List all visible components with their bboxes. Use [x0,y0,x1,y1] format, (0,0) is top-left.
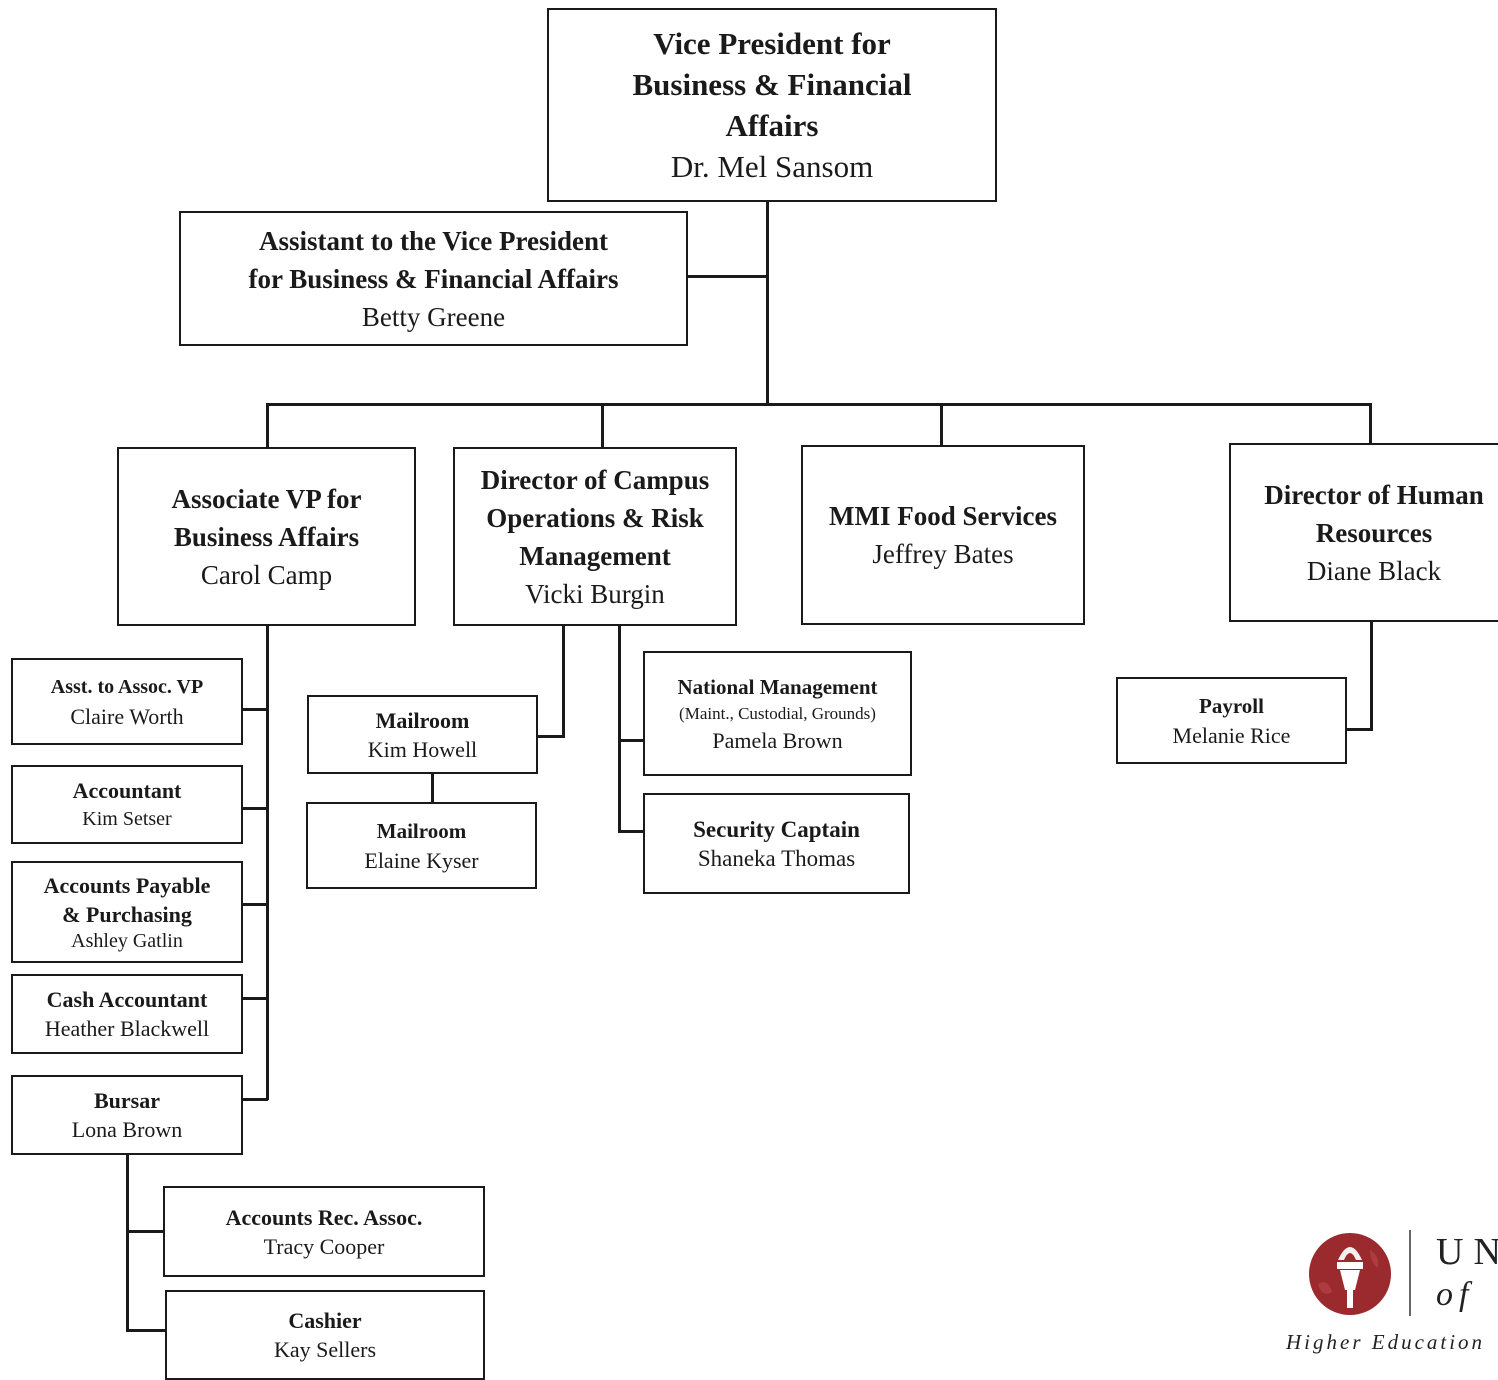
vp-box: Vice President for Business & Financial … [547,8,997,202]
connector-ar [126,1230,166,1233]
national-management-box: National Management (Maint., Custodial, … [643,651,912,776]
connector-mail-horizontal [536,735,565,738]
connector-drop-campus [601,403,604,449]
connector-cash [240,997,268,1000]
accounts-rec-box: Accounts Rec. Assoc. Tracy Cooper [163,1186,485,1277]
hr-name: Diane Black [1306,555,1442,586]
mailroom-2-name: Elaine Kyser [364,847,479,873]
national-management-name: Pamela Brown [712,727,843,753]
security-captain-box: Security Captain Shaneka Thomas [643,793,910,894]
accounts-rec-title: Accounts Rec. Assoc. [225,1204,423,1230]
cashier-box: Cashier Kay Sellers [165,1290,485,1380]
bursar-box: Bursar Lona Brown [11,1075,243,1155]
asst-assoc-name: Claire Worth [70,703,184,729]
bursar-title: Bursar [94,1088,160,1113]
accountant-title: Accountant [72,777,182,803]
mailroom-2-title: Mailroom [376,818,467,843]
logo-of: of [1436,1276,1475,1313]
asst-assoc-box: Asst. to Assoc. VP Claire Worth [11,658,243,745]
hr-box: Director of Human Resources Diane Black [1229,443,1498,622]
cash-accountant-title: Cash Accountant [46,987,208,1012]
connector-cashier [126,1329,166,1332]
connector-ops-trunk [618,624,621,833]
connector-drop-hr [1369,403,1372,445]
mailroom-1-box: Mailroom Kim Howell [307,695,538,774]
cash-accountant-box: Cash Accountant Heather Blackwell [11,974,243,1054]
connector-bursar [240,1098,268,1101]
accounts-payable-name: Ashley Gatlin [71,930,183,952]
food-services-box: MMI Food Services Jeffrey Bates [801,445,1085,625]
assoc-vp-name: Carol Camp [200,559,333,590]
connector-mail-between [431,773,434,803]
campus-ops-name: Vicki Burgin [525,578,665,609]
vp-name: Dr. Mel Sansom [670,149,874,184]
accountant-box: Accountant Kim Setser [11,765,243,844]
accounts-payable-title: Accounts Payable & Purchasing [43,873,211,927]
connector-ap [240,903,268,906]
accounts-rec-name: Tracy Cooper [263,1233,385,1259]
national-management-note: (Maint., Custodial, Grounds) [679,703,876,723]
food-services-name: Jeffrey Bates [872,539,1014,569]
assistant-vp-title: Assistant to the Vice President for Busi… [248,225,619,294]
connector-asst-assoc [240,708,268,711]
connector-main-bus [266,403,1372,406]
assoc-vp-title: Associate VP for Business Affairs [171,483,362,552]
payroll-title: Payroll [1199,693,1264,718]
connector-natl [618,739,645,742]
accountant-name: Kim Setser [82,807,172,830]
logo-tagline: Higher Education [1286,1330,1486,1354]
asst-assoc-title: Asst. to Assoc. VP [50,675,204,698]
connector-bursar-trunk [126,1152,129,1332]
connector-assistant [686,275,768,278]
assistant-vp-box: Assistant to the Vice President for Busi… [179,211,688,346]
connector-vp-trunk [766,200,769,406]
torch-seal-icon [1309,1233,1391,1315]
connector-assoc-trunk [266,624,269,1100]
cash-accountant-name: Heather Blackwell [44,1016,210,1041]
campus-ops-title: Director of Campus Operations & Risk Man… [480,464,710,571]
mailroom-1-name: Kim Howell [367,736,478,762]
connector-drop-food [940,403,943,447]
cashier-name: Kay Sellers [273,1337,377,1362]
connector-drop-assoc [266,403,269,449]
payroll-box: Payroll Melanie Rice [1116,677,1347,764]
connector-security [618,830,645,833]
logo-divider [1409,1230,1411,1316]
assistant-vp-name: Betty Greene [361,301,506,332]
logo-wordmark: UN [1436,1231,1498,1273]
connector-payroll [1345,728,1373,731]
assoc-vp-box: Associate VP for Business Affairs Carol … [117,447,416,626]
payroll-name: Melanie Rice [1172,722,1291,748]
campus-ops-box: Director of Campus Operations & Risk Man… [453,447,737,626]
national-management-title: National Management [677,674,878,699]
cashier-title: Cashier [288,1308,362,1333]
bursar-name: Lona Brown [71,1117,183,1142]
connector-accountant [240,807,268,810]
hr-title: Director of Human Resources [1264,479,1484,548]
security-captain-name: Shaneka Thomas [697,845,856,871]
food-services-title: MMI Food Services [829,501,1057,531]
connector-hr-vertical [1370,620,1373,731]
mailroom-2-box: Mailroom Elaine Kyser [306,802,537,889]
accounts-payable-box: Accounts Payable & Purchasing Ashley Gat… [11,861,243,963]
university-logo: UN of Higher Education [1286,1228,1498,1364]
security-captain-title: Security Captain [693,816,860,842]
mailroom-1-title: Mailroom [375,707,470,733]
connector-mail-vertical [562,624,565,737]
vp-title: Vice President for Business & Financial … [632,26,912,143]
